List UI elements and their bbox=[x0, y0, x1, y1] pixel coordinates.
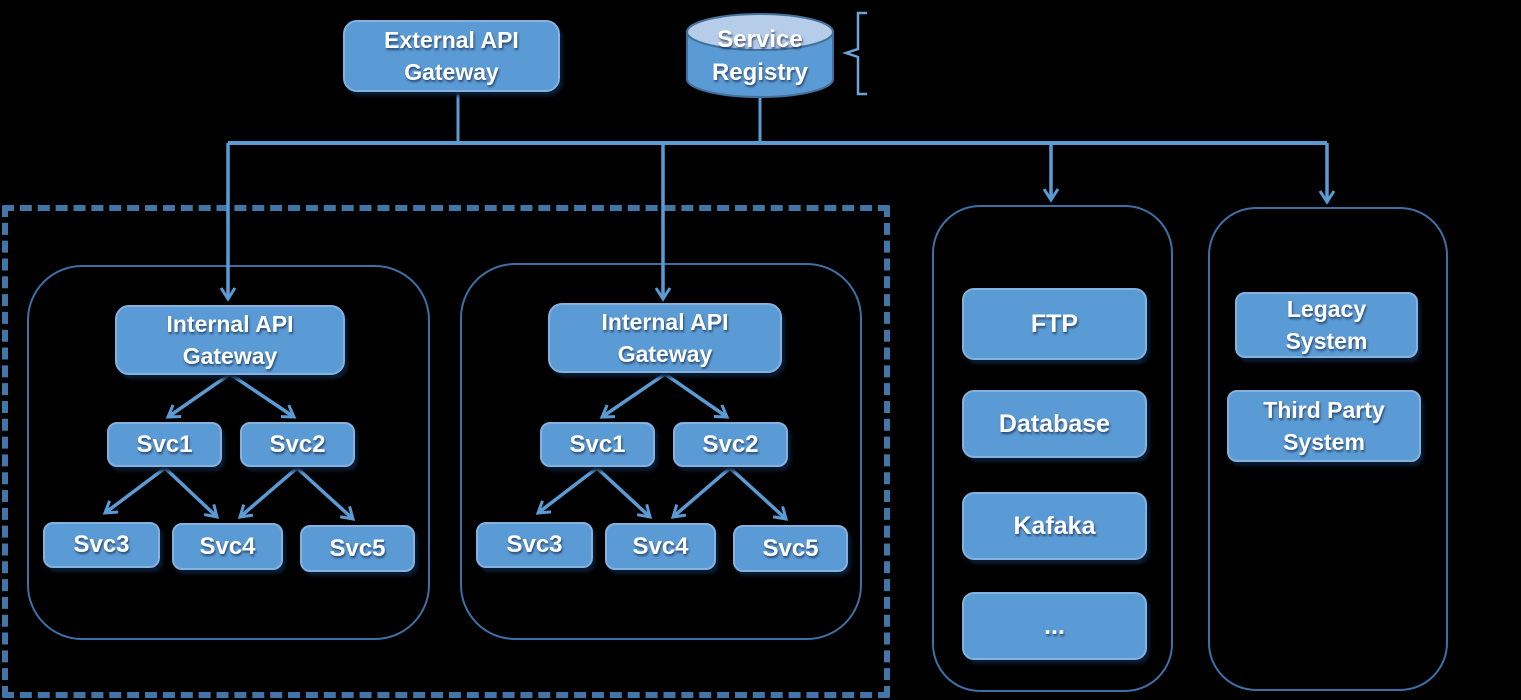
third-party-system-node: Third Party System bbox=[1227, 390, 1421, 462]
cluster2-svc2-label: Svc2 bbox=[702, 430, 759, 458]
cluster2-svc1-node: Svc1 bbox=[540, 422, 655, 467]
arrow-gw2-svc2 bbox=[664, 372, 730, 419]
service-registry-text: Service Registry bbox=[711, 26, 809, 86]
arrow-svc1-svc3-c2 bbox=[535, 466, 599, 515]
ftp-label: FTP bbox=[1030, 309, 1079, 338]
ellipsis-node: ... bbox=[962, 592, 1147, 660]
cluster-2-container bbox=[460, 263, 862, 640]
arrow-gw2-svc1 bbox=[599, 372, 666, 419]
third-party-system-label: Third Party System bbox=[1263, 397, 1385, 455]
cluster2-svc2-node: Svc2 bbox=[673, 422, 788, 467]
internal-api-gateway-2-label: Internal API Gateway bbox=[601, 309, 729, 367]
arrow-svc2-svc5-c1 bbox=[295, 466, 356, 521]
database-node: Database bbox=[962, 390, 1147, 458]
cluster2-svc5-node: Svc5 bbox=[733, 525, 848, 572]
cluster1-svc1-label: Svc1 bbox=[136, 430, 193, 458]
legacy-system-label: Legacy System bbox=[1285, 296, 1368, 354]
cluster1-svc3-label: Svc3 bbox=[73, 531, 130, 558]
cluster1-svc4-label: Svc4 bbox=[199, 532, 256, 560]
arrow-svc2-svc5-c2 bbox=[728, 466, 789, 521]
arrow-svc1-svc3-c1 bbox=[102, 466, 167, 515]
microservices-zone bbox=[2, 205, 890, 698]
brace-icon bbox=[842, 11, 867, 96]
arrow-svc2-svc4-c2 bbox=[670, 466, 732, 519]
external-api-gateway-node: External API Gateway bbox=[343, 20, 560, 92]
cluster2-svc3-label: Svc3 bbox=[506, 531, 563, 558]
cluster2-svc3-node: Svc3 bbox=[476, 522, 593, 568]
cluster1-svc3-node: Svc3 bbox=[43, 522, 160, 568]
legacy-system-node: Legacy System bbox=[1235, 292, 1418, 358]
cluster2-svc1-label: Svc1 bbox=[569, 430, 626, 458]
cluster1-svc2-node: Svc2 bbox=[240, 422, 355, 467]
external-api-gateway-label: External API Gateway bbox=[384, 27, 519, 85]
arrow-svc1-svc4-c1 bbox=[163, 466, 220, 519]
service-registry-label: Service Registry bbox=[687, 22, 833, 90]
internal-api-gateway-2-node: Internal API Gateway bbox=[548, 303, 782, 373]
cluster1-svc4-node: Svc4 bbox=[172, 523, 283, 570]
ellipsis-label: ... bbox=[1044, 611, 1065, 640]
database-label: Database bbox=[998, 409, 1111, 438]
cluster1-svc2-label: Svc2 bbox=[269, 430, 326, 458]
arrow-gw1-svc2 bbox=[229, 372, 297, 419]
arrow-gw1-svc1 bbox=[165, 372, 231, 419]
kafaka-node: Kafaka bbox=[962, 492, 1147, 560]
external-systems-panel bbox=[1208, 207, 1448, 691]
kafaka-label: Kafaka bbox=[1013, 511, 1096, 540]
internal-api-gateway-1-node: Internal API Gateway bbox=[115, 305, 345, 375]
service-registry-cylinder bbox=[686, 13, 834, 98]
cluster2-svc4-label: Svc4 bbox=[632, 532, 689, 560]
ftp-node: FTP bbox=[962, 288, 1147, 360]
infrastructure-panel bbox=[932, 205, 1173, 692]
cluster1-svc5-label: Svc5 bbox=[329, 534, 386, 562]
cluster2-svc4-node: Svc4 bbox=[605, 523, 716, 570]
cluster1-svc1-node: Svc1 bbox=[107, 422, 222, 467]
cluster2-svc5-label: Svc5 bbox=[762, 534, 819, 562]
arrow-svc1-svc4-c2 bbox=[595, 466, 653, 519]
cylinder-top bbox=[686, 13, 834, 51]
arrow-svc2-svc4-c1 bbox=[237, 466, 299, 519]
internal-api-gateway-1-label: Internal API Gateway bbox=[166, 311, 294, 369]
cluster1-svc5-node: Svc5 bbox=[300, 525, 415, 572]
